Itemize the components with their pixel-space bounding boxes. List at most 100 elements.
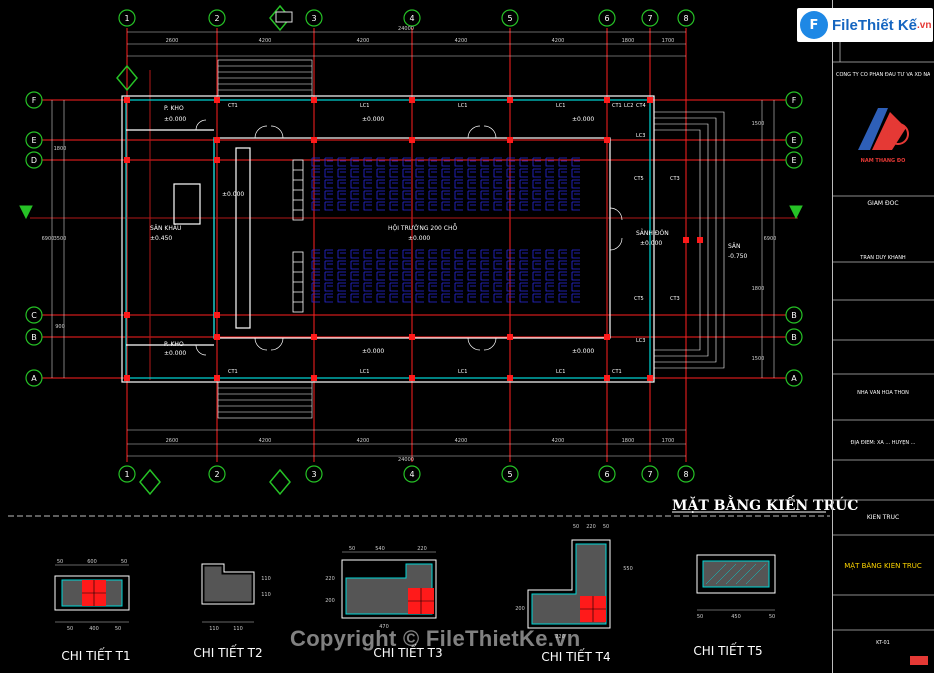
seat [506, 179, 515, 189]
grid-col-8-bottom: 8 [683, 470, 688, 479]
seat [480, 260, 489, 270]
seat [519, 282, 528, 292]
room-storage-2-name: P. KHO [164, 341, 184, 348]
room-storage-2-level: ±0.000 [164, 350, 186, 357]
grid-row-E-left: E [31, 136, 36, 145]
seat [311, 260, 320, 270]
seat [350, 190, 359, 200]
seat [415, 260, 424, 270]
front-seats [292, 159, 304, 313]
seat [480, 293, 489, 303]
dim-top-span-3: 4200 [357, 38, 370, 44]
seat [311, 168, 320, 178]
beam-label-lc1-d: LC1 [360, 369, 369, 375]
tb-red-mark [910, 656, 928, 665]
seat [415, 168, 424, 178]
seat [311, 293, 320, 303]
dim-right-1: 1500 [752, 121, 765, 127]
company-logo [858, 108, 909, 150]
dim-top-span-1: 2600 [166, 38, 179, 44]
seat [337, 260, 346, 270]
seat [363, 157, 372, 167]
grid-row-E2-right: E [791, 156, 796, 165]
seat [402, 190, 411, 200]
column [507, 97, 513, 103]
beam-label-lc3-top: LC3 [636, 133, 645, 139]
seat [493, 179, 502, 189]
seat [337, 293, 346, 303]
seat [363, 249, 372, 259]
dim-bottom-span-4: 4200 [455, 438, 468, 444]
seat [493, 293, 502, 303]
beam-label-ct3-top: CT3 [670, 176, 680, 182]
beam-label-ct4: CT4 [636, 103, 646, 109]
seat [337, 249, 346, 259]
seat [480, 168, 489, 178]
grid-row-A-left: A [31, 374, 37, 383]
column [214, 157, 220, 163]
grid-row-C-left: C [31, 311, 37, 320]
seat [441, 201, 450, 211]
seat [545, 201, 554, 211]
dim-top-span-4: 4200 [455, 38, 468, 44]
tb-director: GIÁM ĐỐC [867, 200, 899, 207]
seat [363, 293, 372, 303]
grid-col-3-top: 3 [311, 14, 316, 23]
seat [558, 271, 567, 281]
seat [558, 293, 567, 303]
column [124, 375, 130, 381]
seat [493, 260, 502, 270]
seat [363, 190, 372, 200]
column [647, 97, 653, 103]
room-stage-name: SÂN KHẤU [150, 224, 181, 232]
seat [402, 157, 411, 167]
detail-t3-dim-6: 470 [379, 624, 389, 630]
detail-t4-dim-1: 50 [573, 524, 579, 530]
seat [519, 249, 528, 259]
room-lobby-level: ±0.000 [640, 240, 662, 247]
column [409, 137, 415, 143]
seat [441, 190, 450, 200]
seat [415, 271, 424, 281]
grid-col-6-top: 6 [604, 14, 609, 23]
seat [402, 201, 411, 211]
dim-bottom-span-5: 4200 [552, 438, 565, 444]
seat [454, 260, 463, 270]
seat [480, 249, 489, 259]
seat [324, 157, 333, 167]
seat [389, 249, 398, 259]
seat [389, 282, 398, 292]
titleblock-lines [832, 40, 934, 631]
room-stage-level: ±0.450 [150, 235, 172, 242]
detail-t2 [201, 563, 255, 623]
seat [389, 201, 398, 211]
level-mark-4: ±0.000 [572, 348, 594, 355]
grid-row-F-left: F [32, 96, 37, 105]
seat [532, 249, 541, 259]
seat [454, 271, 463, 281]
detail-t4-dim-3: 50 [603, 524, 609, 530]
seat [337, 168, 346, 178]
beam-label-lc1-f: LC1 [556, 369, 565, 375]
seat [324, 260, 333, 270]
seat [363, 282, 372, 292]
grid-col-1-bottom: 1 [124, 470, 129, 479]
beam-label-lc1-a: LC1 [360, 103, 369, 109]
seat [324, 190, 333, 200]
seat [415, 190, 424, 200]
section-markers [19, 4, 803, 496]
column [604, 334, 610, 340]
seat [571, 201, 580, 211]
seat [337, 201, 346, 211]
detail-t3-dim-5: 200 [325, 598, 335, 604]
room-storage-1-name: P. KHO [164, 105, 184, 112]
seat [558, 249, 567, 259]
seat [519, 271, 528, 281]
seat [376, 249, 385, 259]
dim-left-3: 900 [55, 324, 65, 330]
seat [467, 179, 476, 189]
grid-axes [30, 28, 798, 462]
dim-bottom-span-6: 1800 [622, 438, 635, 444]
detail-t4-dim-4: 550 [623, 566, 633, 572]
